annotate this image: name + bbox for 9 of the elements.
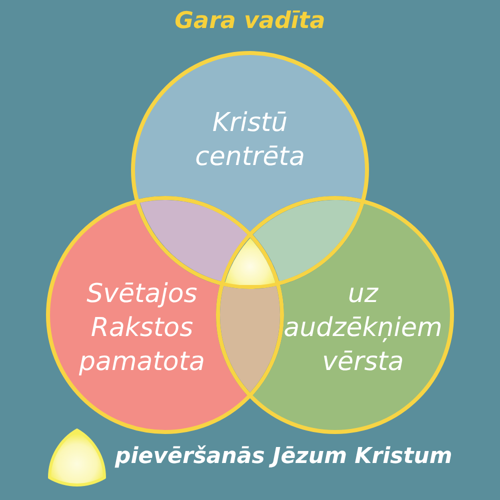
overlap-region (252, 200, 360, 282)
circle-label: uz audzēkņiem vērsta (284, 278, 442, 379)
diagram-title: Gara vadīta (174, 7, 326, 35)
overlap-region (140, 200, 248, 282)
circle-label: Svētajos Rakstos pamatota (79, 278, 205, 379)
overlap-region (220, 286, 280, 392)
center-overlap (224, 238, 276, 285)
circle-label: Kristū centrēta (195, 107, 305, 174)
legend-label: pievēršanās Jēzum Kristum (115, 443, 452, 471)
